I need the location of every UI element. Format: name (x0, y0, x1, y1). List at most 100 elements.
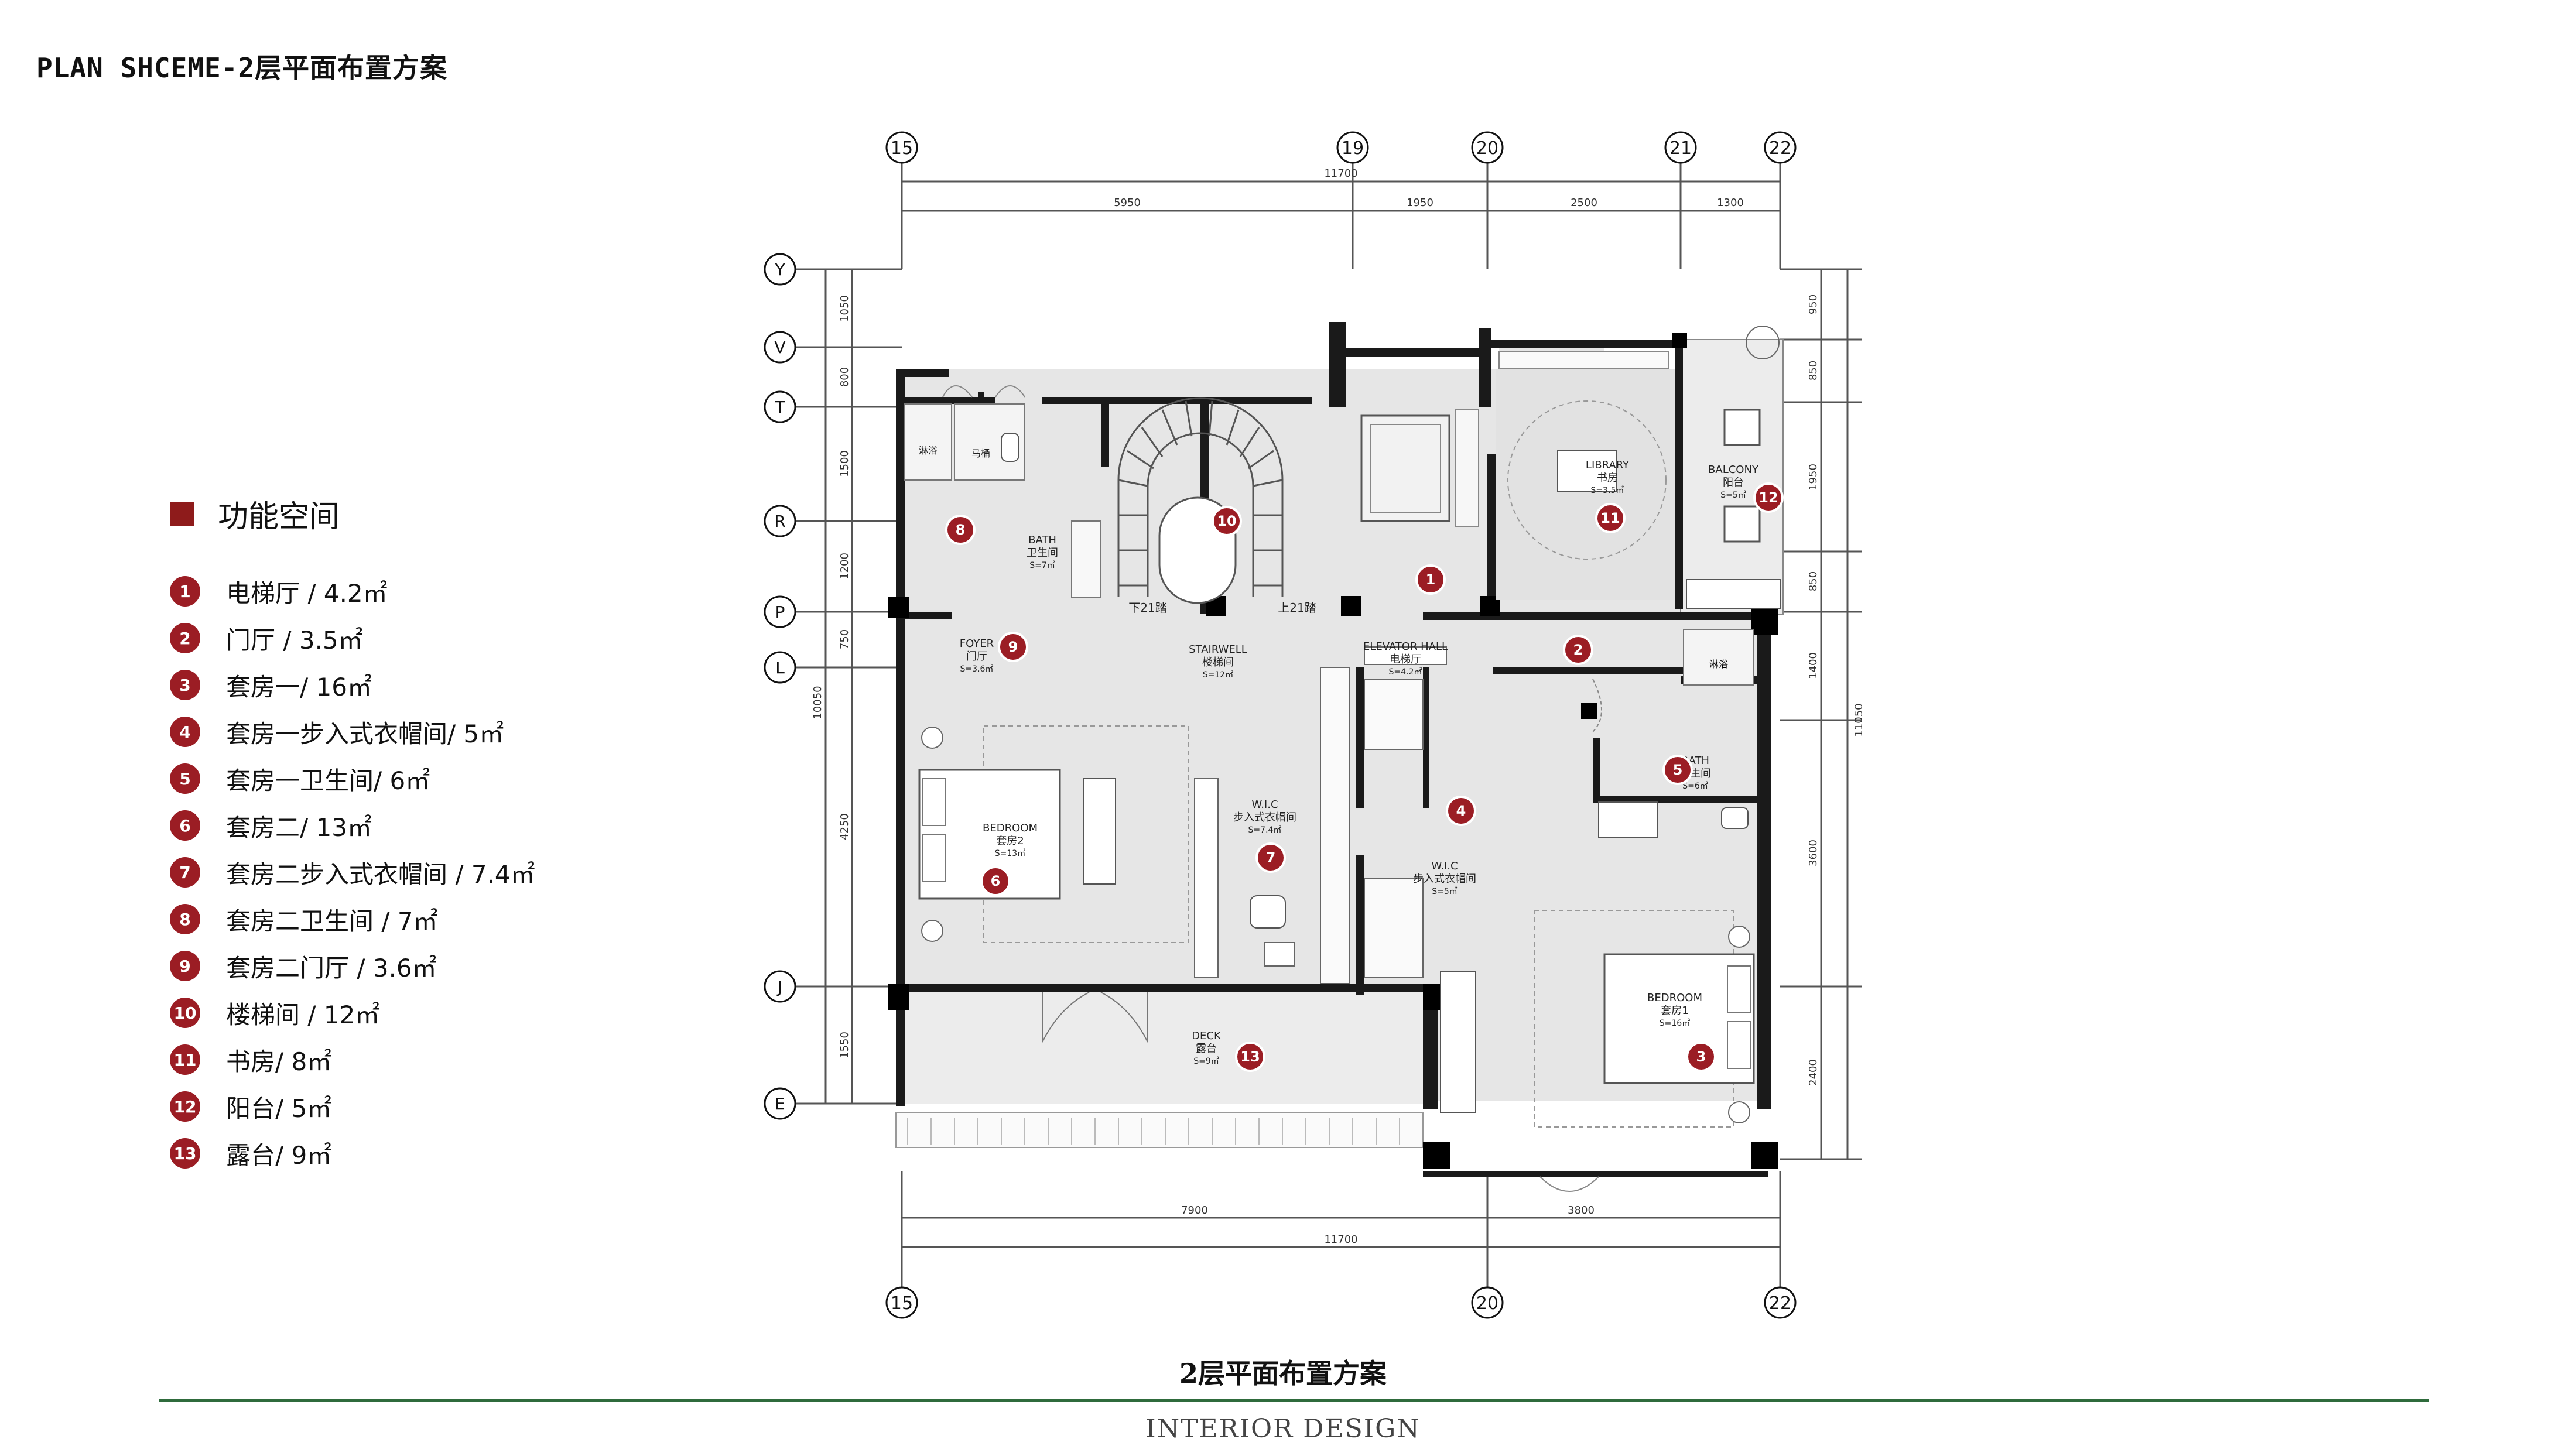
balcony-planter (1686, 579, 1781, 609)
plant-icon (1746, 326, 1780, 359)
door-swing-icon (942, 385, 973, 398)
room-area: S=6㎡ (1682, 782, 1708, 791)
axis-label-left: L (775, 658, 785, 677)
stair-icon (1117, 397, 1284, 597)
axis-bubble-top (885, 131, 1797, 164)
legend-number: 12 (170, 1091, 200, 1122)
room-area: S=3.5㎡ (1591, 486, 1624, 495)
axis-label-top: 20 (1476, 138, 1498, 159)
footer-text: INTERIOR DESIGN (1145, 1414, 1421, 1444)
legend-number: 2 (170, 623, 200, 653)
legend-label: 门厅 / 3.5㎡ (226, 625, 363, 655)
shower-enclosure (1683, 629, 1754, 686)
legend-label: 套房一卫生间/ 6㎡ (226, 766, 430, 795)
legend-label: 套房一/ 16㎡ (226, 672, 372, 701)
axis-label-left: E (775, 1094, 785, 1114)
room-label-en: BEDROOM (983, 822, 1038, 834)
legend-label: 套房二/ 13㎡ (226, 813, 372, 842)
room-marker-number: 6 (991, 873, 1001, 889)
bath-vanity (1598, 801, 1658, 838)
toilet-icon (1001, 433, 1019, 462)
room-label-cn: 阳台 (1723, 477, 1744, 489)
door-swing-icon (1539, 1176, 1599, 1192)
fixture-label: 淋浴 (1709, 659, 1728, 670)
legend-label: 套房二门厅 / 3.6㎡ (226, 953, 437, 982)
room-label-cn: 露台 (1196, 1043, 1217, 1055)
room-marker-number: 10 (1217, 513, 1236, 529)
legend-number: 4 (170, 717, 200, 747)
room-marker-number: 1 (1426, 571, 1436, 588)
room-label-en: DECK (1192, 1030, 1222, 1042)
legend-number: 11 (170, 1044, 200, 1075)
room-marker-number: 7 (1266, 849, 1276, 866)
legend-item: 5 套房一卫生间/ 6㎡ (170, 755, 535, 802)
legend-number: 9 (170, 951, 200, 981)
room-label-cn: 楼梯间 (1202, 656, 1234, 669)
legend-number: 3 (170, 670, 200, 700)
dimension-left: 800 (839, 367, 851, 387)
wardrobe (1320, 667, 1350, 984)
toilet-icon (1721, 807, 1749, 829)
dimension-left-total: 10050 (812, 686, 824, 719)
dimension-left: 4250 (839, 813, 851, 840)
legend-item: 2 门厅 / 3.5㎡ (170, 615, 535, 662)
tv-cabinet (1083, 778, 1116, 885)
dimension-right: 3600 (1807, 840, 1819, 866)
nightstand-lamp-icon (1728, 926, 1750, 948)
room-marker-number: 9 (1008, 639, 1018, 655)
room-label-cn: 步入式衣帽间 (1233, 811, 1296, 824)
door-swing-icon (995, 385, 1025, 398)
railing-balusters (907, 1118, 1400, 1145)
room-marker-number: 12 (1758, 489, 1778, 506)
dimension-right-total: 11050 (1853, 703, 1862, 736)
room-label-en: BEDROOM (1647, 992, 1702, 1004)
room-label-cn: 书房 (1597, 472, 1618, 484)
axis-label-bottom: 15 (891, 1293, 913, 1314)
ottoman (1264, 942, 1295, 967)
floor-plan: 15 19 20 21 22 11700 5950 1950 2500 1300… (764, 131, 1862, 1319)
legend-number: 1 (170, 576, 200, 607)
fixture-label: 马桶 (971, 448, 990, 459)
room-markers (945, 482, 1784, 1072)
legend-label: 露台/ 9㎡ (226, 1140, 332, 1170)
legend-header: 功能空间 (170, 492, 535, 536)
room-area: S=4.2㎡ (1389, 667, 1422, 677)
nightstand-lamp-icon (1728, 1101, 1750, 1123)
footer-rule (159, 1399, 2429, 1402)
legend-item: 9 套房二门厅 / 3.6㎡ (170, 943, 535, 989)
legend-label: 阳台/ 5㎡ (226, 1094, 332, 1123)
room-marker-number: 3 (1696, 1049, 1706, 1065)
dimension-bottom: 7900 (1181, 1204, 1208, 1217)
legend-number: 10 (170, 998, 200, 1028)
room-area: S=12㎡ (1203, 670, 1233, 680)
library-rug (1507, 400, 1667, 560)
wall-columns (888, 333, 1778, 1169)
legend-label: 套房二卫生间 / 7㎡ (226, 906, 438, 936)
room-area: S=5㎡ (1720, 491, 1746, 500)
legend-item: 10 楼梯间 / 12㎡ (170, 989, 535, 1036)
balcony-chair (1723, 409, 1761, 446)
plan-caption: 2层平面布置方案 (1179, 1358, 1387, 1389)
room-label-en: ELEVATOR HALL (1363, 640, 1448, 653)
dimension-left: 1550 (839, 1032, 851, 1058)
library-desk (1557, 450, 1617, 492)
room-label-en: W.I.C (1251, 799, 1278, 811)
dimension-top: 2500 (1571, 197, 1597, 209)
legend-label: 套房二步入式衣帽间 / 7.4㎡ (226, 859, 535, 889)
dimension-left: 750 (839, 629, 851, 649)
room-marker-number: 4 (1456, 803, 1466, 819)
counter (1364, 646, 1447, 665)
axis-bubble-left (764, 253, 796, 1120)
door-swing-icon (1592, 679, 1602, 732)
armchair-icon (1250, 895, 1286, 929)
nightstand-lamp-icon (921, 727, 943, 749)
legend-number: 5 (170, 763, 200, 794)
legend-label: 楼梯间 / 12㎡ (226, 1000, 380, 1029)
dimension-left: 1200 (839, 553, 851, 580)
legend-square-icon (170, 501, 194, 526)
